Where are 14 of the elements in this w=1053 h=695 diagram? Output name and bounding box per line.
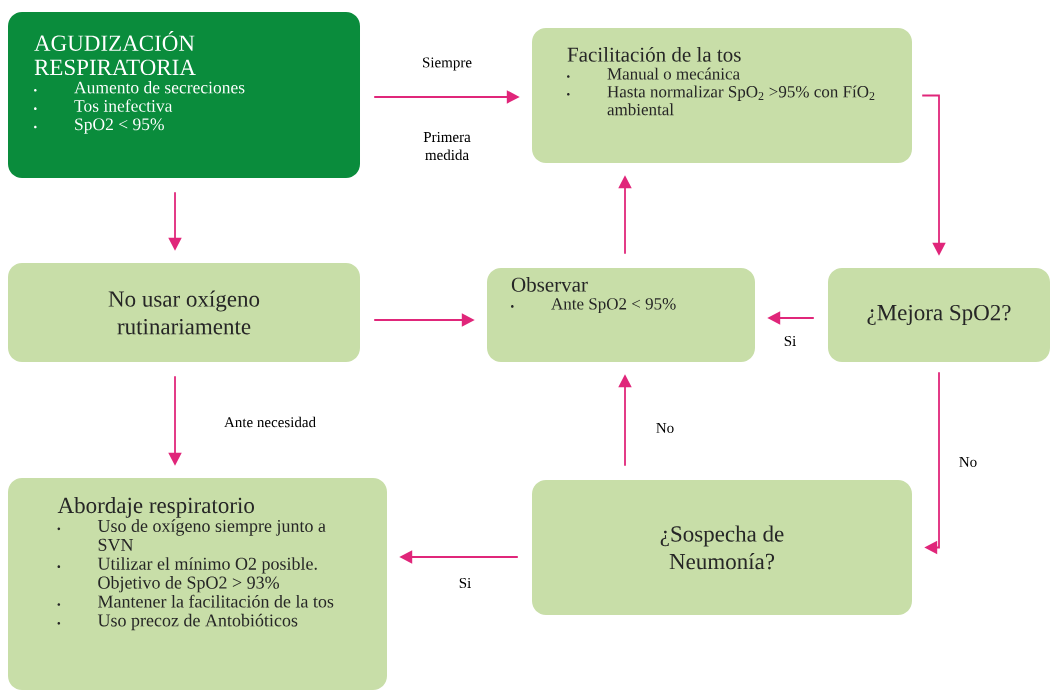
- edge-label: Siempre: [420, 55, 474, 73]
- edge-label: No: [956, 455, 980, 469]
- note-text: Primera medida: [423, 131, 471, 160]
- process-box: Facilitación de la tos Manual o mecánica Hasta normalizar SpO$_{2}$ >95% con FíO$_{2}$ ambiental: [532, 28, 912, 163]
- process-box: Abordaje respiratorio Uso de oxígeno siempre junto a SVN Utilizar el mínimo O2 posible. Objetivo de SpO2 > 93% Mantener la facilitación de la tos Uso precoz de Antobióticos: [8, 478, 387, 690]
- process-box: Observar Ante SpO2 < 95%: [487, 268, 755, 362]
- edge-label: Si: [456, 575, 474, 590]
- edge-label: Ante necesidad: [222, 414, 319, 430]
- process-box: ¿Mejora SpO2?: [828, 268, 1050, 362]
- process-box: ¿Sospecha de Neumonía?: [532, 480, 912, 615]
- alert-box: AGUDIZACIÓN RESPIRATORIA Aumento de secreciones Tos inefectiva SpO2 < 95%: [8, 12, 360, 178]
- process-box: No usar oxígeno rutinariamente: [8, 263, 360, 362]
- edge-label: Si: [781, 333, 799, 348]
- edge-label: No: [653, 421, 677, 435]
